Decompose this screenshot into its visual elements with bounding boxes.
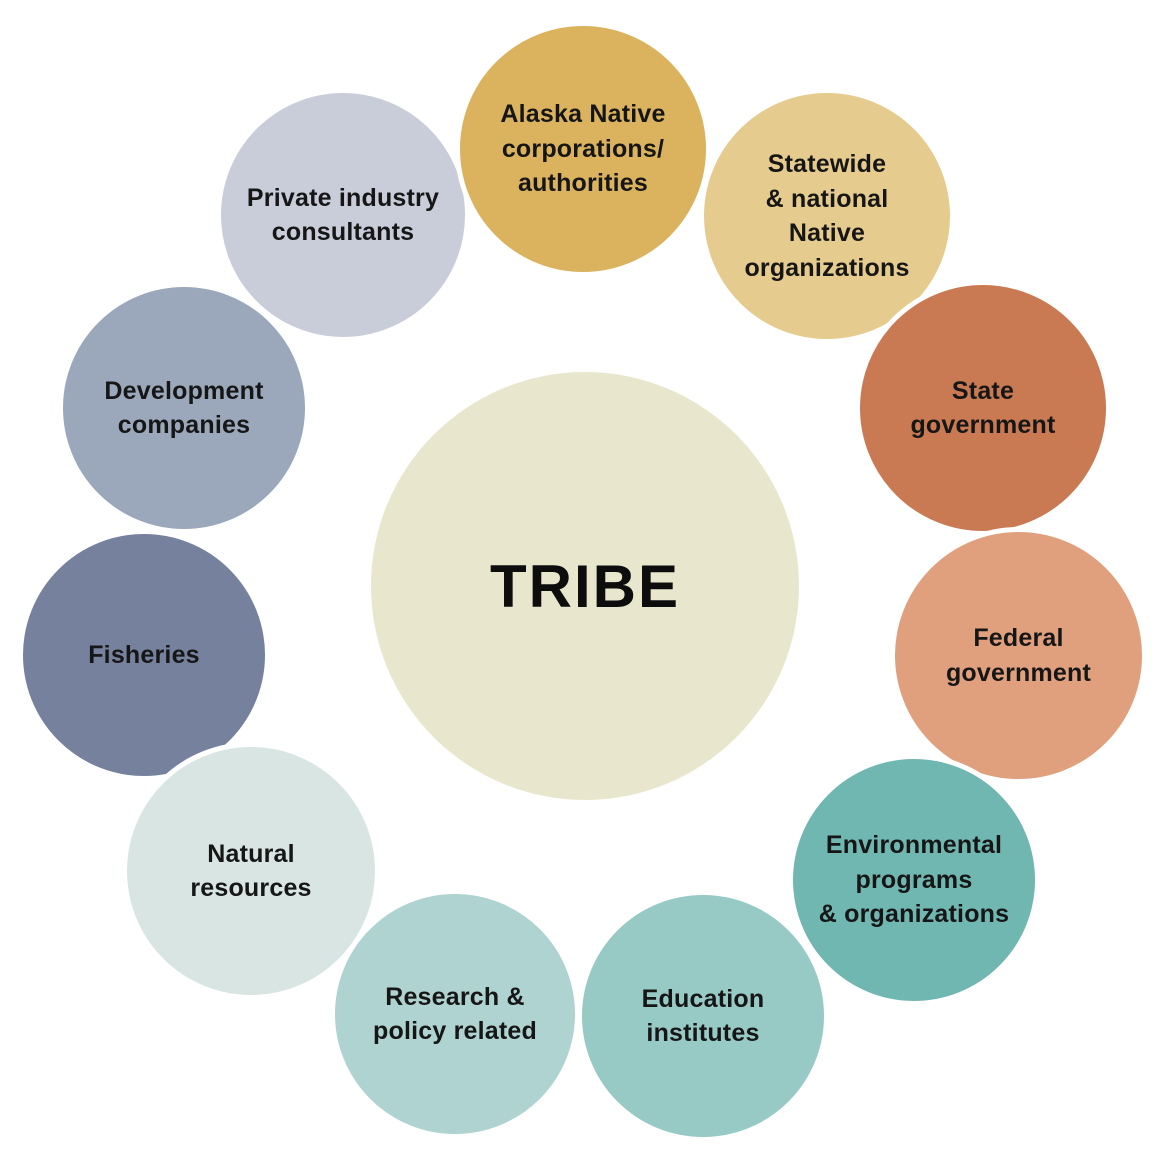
node-alaska-native-corporations-authorities: Alaska Native corporations/ authorities bbox=[455, 21, 711, 277]
node-label-environmental-programs-organizations: Environmental programs & organizations bbox=[818, 831, 1010, 929]
node-education-institutes: Education institutes bbox=[577, 890, 829, 1142]
node-label-federal-government: Federal government bbox=[945, 624, 1092, 687]
node-research-policy-related: Research & policy related bbox=[330, 889, 580, 1139]
node-label-natural-resources: Natural resources bbox=[190, 839, 312, 903]
node-label-statewide-national-native-organizations: Statewide & national Native organization… bbox=[744, 150, 910, 282]
node-label-state-government: State government bbox=[910, 376, 1056, 440]
node-label-fisheries: Fisheries bbox=[88, 640, 200, 669]
tribe-center-label: TRIBE bbox=[490, 552, 680, 620]
node-development-companies: Development companies bbox=[58, 282, 310, 534]
node-label-private-industry-consultants: Private industry consultants bbox=[246, 183, 440, 247]
node-label-alaska-native-corporations-authorities: Alaska Native corporations/ authorities bbox=[500, 100, 666, 198]
node-federal-government: Federal government bbox=[890, 527, 1147, 784]
node-state-government: State government bbox=[855, 280, 1111, 536]
node-label-education-institutes: Education institutes bbox=[641, 984, 765, 1048]
node-natural-resources: Natural resources bbox=[122, 742, 380, 1000]
node-statewide-national-native-organizations: Statewide & national Native organization… bbox=[699, 88, 955, 344]
node-tribe-center: TRIBE bbox=[371, 372, 799, 800]
node-environmental-programs-organizations: Environmental programs & organizations bbox=[788, 754, 1040, 1006]
node-fisheries: Fisheries bbox=[18, 529, 270, 781]
node-label-development-companies: Development companies bbox=[104, 376, 264, 440]
node-private-industry-consultants: Private industry consultants bbox=[216, 88, 470, 342]
node-label-research-policy-related: Research & policy related bbox=[373, 982, 537, 1046]
